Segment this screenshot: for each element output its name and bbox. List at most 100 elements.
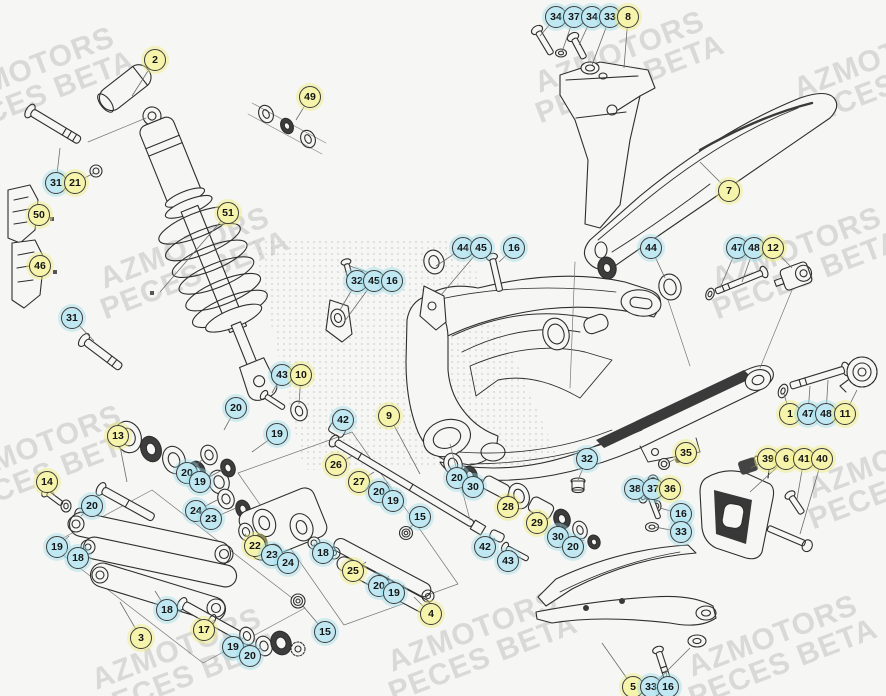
callout-27: 27	[348, 471, 370, 493]
swingarm	[405, 275, 774, 481]
callout-16: 16	[503, 237, 525, 259]
bracket	[7, 184, 54, 244]
callout-18: 18	[312, 542, 334, 564]
nut	[89, 164, 103, 178]
callout-47: 47	[797, 403, 819, 425]
callout-14: 14	[36, 471, 58, 493]
nut	[290, 593, 306, 609]
callout-32: 32	[576, 448, 598, 470]
chain-roller	[419, 249, 447, 331]
callout-42: 42	[474, 536, 496, 558]
washer	[644, 521, 660, 533]
callout-20: 20	[562, 536, 584, 558]
callout-46: 46	[29, 255, 51, 277]
callout-6: 6	[775, 448, 797, 470]
washer	[60, 499, 72, 513]
washer	[705, 287, 715, 301]
callout-19: 19	[383, 582, 405, 604]
screw	[530, 24, 554, 56]
shock-reservoir	[97, 64, 152, 113]
callout-32: 32	[346, 270, 368, 292]
callout-20: 20	[225, 397, 247, 419]
chain-slider-upper	[583, 92, 838, 271]
callout-7: 7	[718, 180, 740, 202]
washer	[580, 61, 608, 80]
bearing	[239, 626, 306, 657]
guard-bracket	[559, 61, 656, 229]
callout-16: 16	[657, 676, 679, 696]
callout-19: 19	[222, 636, 244, 658]
shock-absorber	[139, 106, 278, 401]
callout-30: 30	[462, 476, 484, 498]
callout-24: 24	[277, 552, 299, 574]
callout-50: 50	[28, 204, 50, 226]
callout-12: 12	[762, 237, 784, 259]
callout-51: 51	[217, 202, 239, 224]
callout-40: 40	[811, 448, 833, 470]
callout-21: 21	[64, 172, 86, 194]
callout-19: 19	[46, 536, 68, 558]
bolt	[766, 525, 813, 553]
callout-23: 23	[200, 508, 222, 530]
callout-35: 35	[675, 442, 697, 464]
callout-43: 43	[497, 550, 519, 572]
chain-slider-lower	[535, 544, 717, 626]
callout-33: 33	[670, 521, 692, 543]
bearing-cap	[597, 256, 682, 301]
callout-26: 26	[325, 454, 347, 476]
callout-45: 45	[470, 237, 492, 259]
washer	[777, 383, 789, 399]
callout-15: 15	[409, 506, 431, 528]
washer	[554, 48, 568, 58]
axle-bolt	[789, 361, 851, 390]
callout-15: 15	[314, 621, 336, 643]
spring-marker	[150, 291, 154, 295]
callout-29: 29	[526, 512, 548, 534]
bushing	[570, 477, 586, 494]
bolt	[714, 265, 769, 295]
callout-20: 20	[239, 645, 261, 667]
chain-guide-block	[699, 455, 775, 560]
callout-20: 20	[81, 495, 103, 517]
bolt	[652, 645, 671, 680]
callout-8: 8	[617, 6, 639, 28]
bushing	[290, 400, 308, 422]
mount-hardware-strip	[247, 102, 327, 155]
chain-roller	[325, 299, 353, 343]
nut	[657, 457, 671, 471]
nut	[398, 525, 414, 541]
bolt	[486, 252, 503, 292]
pin	[95, 482, 155, 522]
callout-9: 9	[378, 405, 400, 427]
callout-41: 41	[793, 448, 815, 470]
callout-19: 19	[382, 490, 404, 512]
callout-3: 3	[130, 627, 152, 649]
callout-48: 48	[815, 403, 837, 425]
callout-17: 17	[193, 619, 215, 641]
bolt	[24, 103, 82, 144]
callout-18: 18	[156, 599, 178, 621]
screw	[566, 31, 587, 60]
bolt	[784, 490, 805, 515]
callout-36: 36	[659, 478, 681, 500]
callout-16: 16	[381, 270, 403, 292]
pivot-shaft	[328, 434, 487, 536]
callout-49: 49	[299, 86, 321, 108]
callout-19: 19	[189, 471, 211, 493]
callout-2: 2	[144, 49, 166, 71]
callout-11: 11	[834, 403, 856, 425]
washer	[687, 634, 707, 648]
bolt	[77, 332, 123, 371]
callout-31: 31	[61, 307, 83, 329]
callout-10: 10	[290, 364, 312, 386]
callout-4: 4	[420, 603, 442, 625]
callout-43: 43	[271, 364, 293, 386]
callout-13: 13	[107, 425, 129, 447]
adjuster-knob	[839, 356, 878, 393]
callout-18: 18	[67, 547, 89, 569]
callout-19: 19	[266, 423, 288, 445]
callout-28: 28	[497, 496, 519, 518]
callout-42: 42	[332, 409, 354, 431]
